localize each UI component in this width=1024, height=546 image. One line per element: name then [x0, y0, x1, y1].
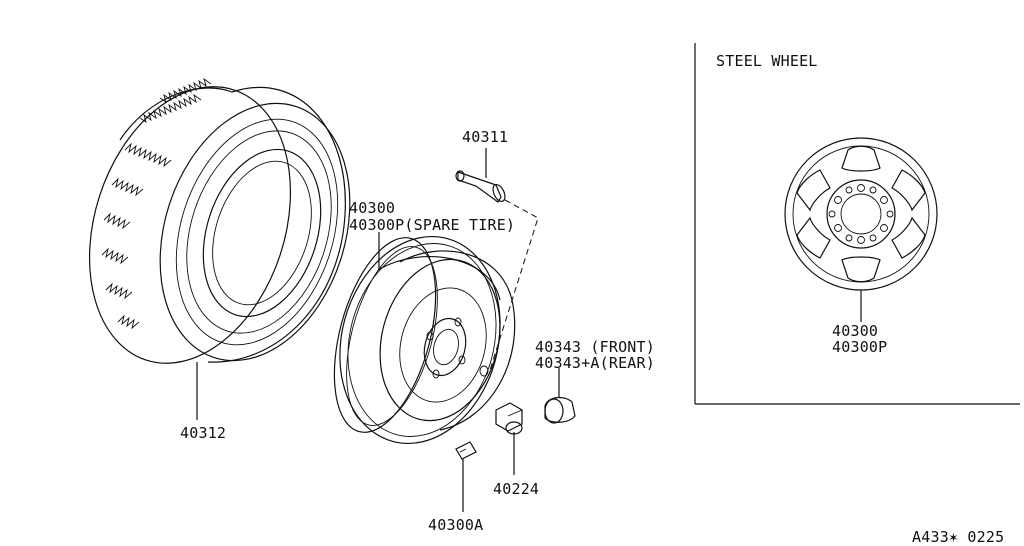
- tire-part-number: 40312: [180, 424, 226, 442]
- wheel-nut-drawing: [495, 402, 523, 475]
- tire-drawing: [88, 77, 351, 420]
- valve-part-number: 40311: [462, 128, 508, 146]
- wheel-part-number: 40300: [349, 199, 395, 217]
- hub-cap-part-number-rear: 40343+A(REAR): [535, 354, 655, 372]
- wheel-nut-part-number: 40224: [493, 480, 539, 498]
- inset-wheel-part-number: 40300: [832, 322, 878, 340]
- wheel-spare-part-number: 40300P(SPARE TIRE): [349, 216, 515, 234]
- diagram-code: A433✶ 0225: [912, 528, 1004, 546]
- hub-cap-part-number-front: 40343 (FRONT): [535, 338, 655, 356]
- steel-wheel-inset: [694, 43, 1020, 405]
- balance-weight-drawing: [455, 441, 477, 512]
- inset-wheel-spare-part-number: 40300P: [832, 338, 887, 356]
- valve-drawing: [455, 148, 539, 371]
- inset-title: STEEL WHEEL: [716, 52, 818, 70]
- hub-cap-drawing: [544, 368, 576, 424]
- wheel-drawing: [333, 232, 516, 445]
- balance-weight-part-number: 40300A: [428, 516, 483, 534]
